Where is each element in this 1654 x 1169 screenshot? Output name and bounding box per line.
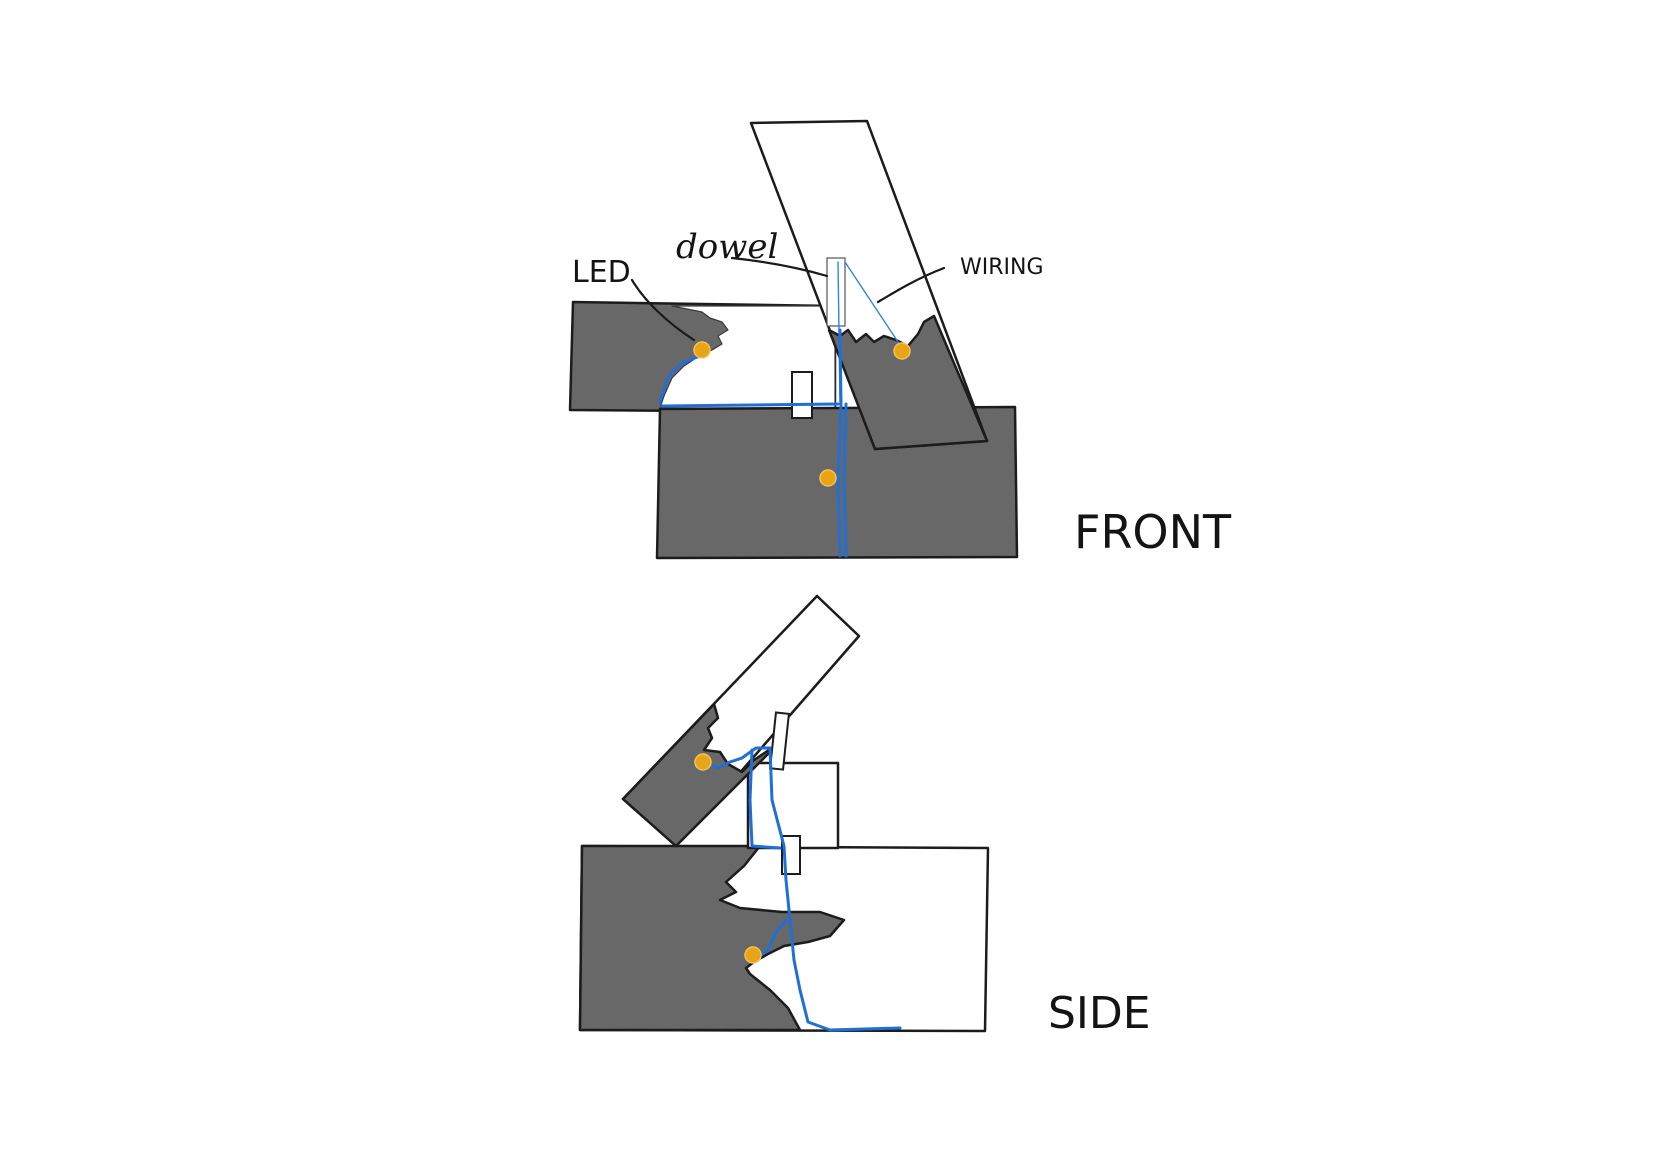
front-upper-dowel	[827, 258, 845, 326]
side-view-title: SIDE	[1048, 988, 1151, 1039]
wiring-label: WIRING	[960, 255, 1044, 280]
front-led-base	[820, 470, 836, 486]
side-view: SIDE	[580, 596, 1151, 1039]
side-led-base	[745, 947, 761, 963]
front-view-title: FRONT	[1074, 505, 1232, 559]
front-led-board	[894, 343, 910, 359]
front-led-left	[694, 342, 710, 358]
side-led-board	[695, 754, 711, 770]
dowel-label: dowel	[676, 227, 778, 267]
led-label: LED	[572, 255, 631, 290]
front-lower-dowel	[792, 372, 812, 418]
front-view: LED dowel WIRING FRONT	[570, 121, 1232, 559]
